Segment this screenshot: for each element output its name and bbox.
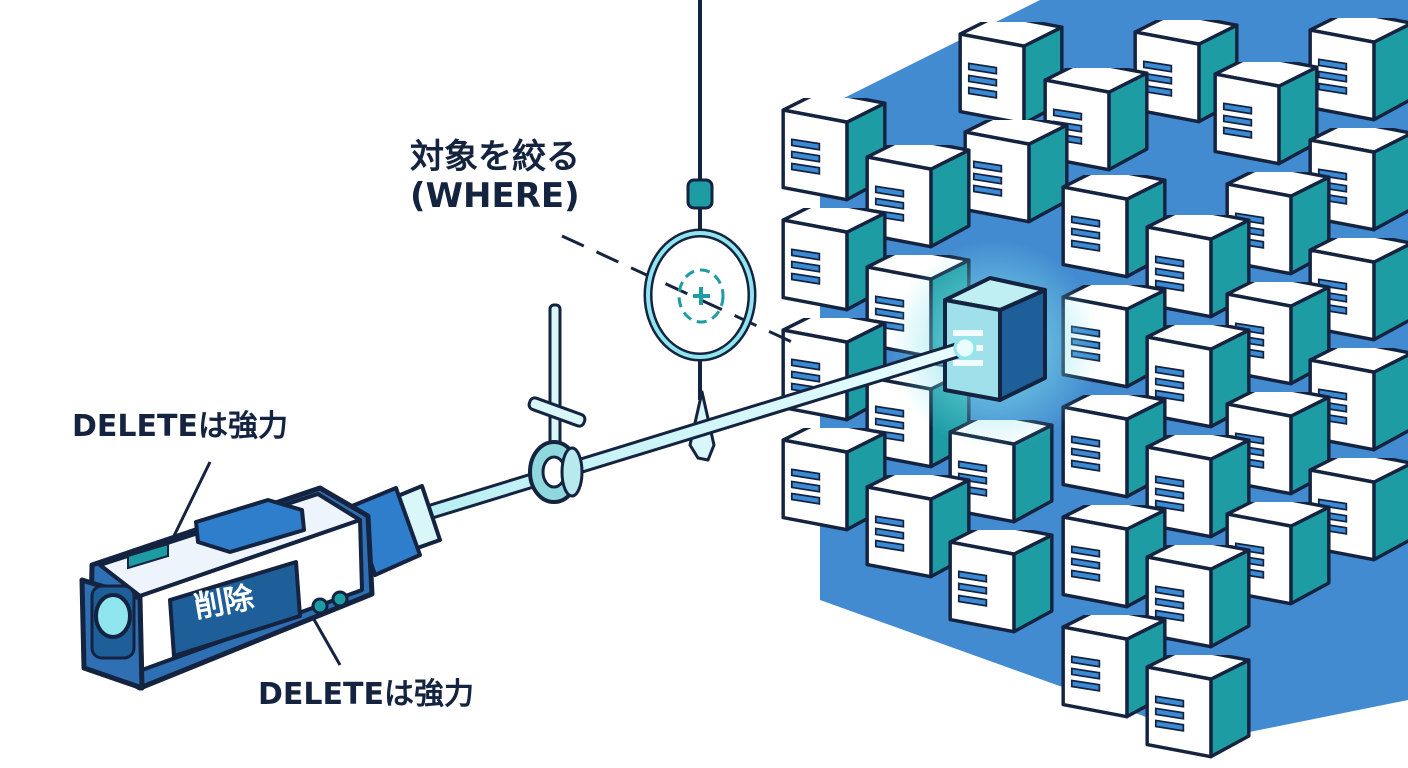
database-cube <box>1213 62 1319 166</box>
delete-device <box>79 484 442 691</box>
label-leader-lines <box>170 461 342 666</box>
database-cube <box>1145 655 1251 759</box>
beam-support-post <box>527 303 587 467</box>
delete-warning-label-top: DELETEは強力 <box>72 409 288 444</box>
database-cube <box>963 120 1069 224</box>
crosshair-mount <box>686 0 716 462</box>
target-record-cube <box>890 240 1100 450</box>
beam-lens-ring <box>528 440 584 504</box>
delete-warning-label-bottom: DELETEは強力 <box>258 677 474 712</box>
crosshair-icon <box>643 228 757 362</box>
where-label-line1: 対象を絞る <box>410 137 580 177</box>
where-label-line2: (WHERE) <box>410 176 580 217</box>
database-cube <box>948 530 1054 634</box>
where-pointer-line <box>561 234 793 344</box>
where-label: 対象を絞る (WHERE) <box>410 137 580 217</box>
laser-beam <box>412 336 977 523</box>
database-cube <box>1308 18 1408 122</box>
